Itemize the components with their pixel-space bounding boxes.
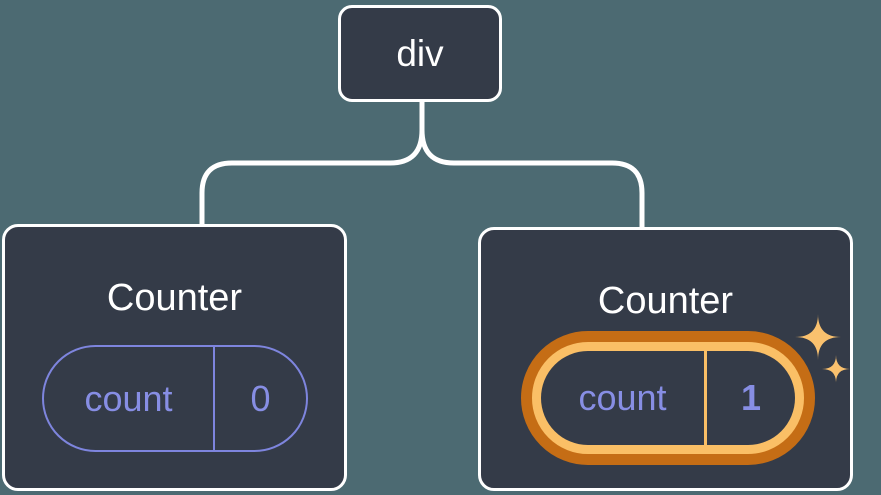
sparkle-small — [822, 355, 850, 383]
connector-left-branch — [199, 100, 425, 227]
sparkles-icon — [795, 314, 850, 383]
counter-title: Counter — [597, 280, 734, 322]
state-pill-inner: count 1 — [541, 351, 795, 445]
state-pill-highlighted: count 1 — [521, 331, 815, 465]
root-node-div: div — [338, 5, 502, 102]
state-name-label: count — [44, 347, 215, 450]
root-node-label: div — [396, 32, 444, 74]
counter-card-left: Counter count 0 — [2, 224, 347, 491]
state-name-label: count — [541, 351, 707, 445]
state-pill: count 0 — [42, 345, 308, 452]
state-value: 1 — [740, 377, 762, 418]
sparkle-large — [795, 314, 841, 360]
state-value: 0 — [250, 377, 271, 419]
counter-card-right: Counter count 1 — [478, 227, 853, 491]
counter-title: Counter — [106, 277, 243, 319]
connector-right-branch — [419, 100, 645, 227]
